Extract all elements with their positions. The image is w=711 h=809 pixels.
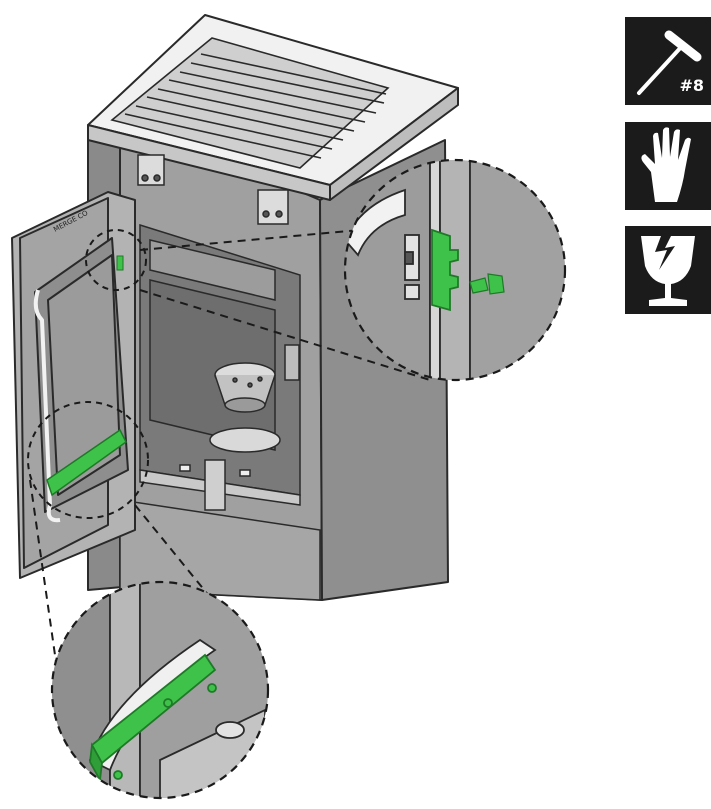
firebox-interior bbox=[119, 223, 321, 601]
hinges bbox=[137, 154, 289, 225]
fragile-glass-icon bbox=[625, 226, 711, 314]
tool-size-label: #8 bbox=[679, 76, 704, 95]
callout-marker-bottom bbox=[27, 401, 149, 519]
hand-icon bbox=[625, 122, 711, 210]
detail-callout-bracket bbox=[50, 580, 270, 800]
screwdriver-icon: #8 bbox=[625, 17, 711, 105]
callout-marker-top bbox=[85, 229, 147, 291]
door-bracket-small bbox=[46, 255, 127, 497]
top-grille bbox=[110, 37, 390, 169]
open-door: MERGE CO bbox=[11, 191, 136, 579]
